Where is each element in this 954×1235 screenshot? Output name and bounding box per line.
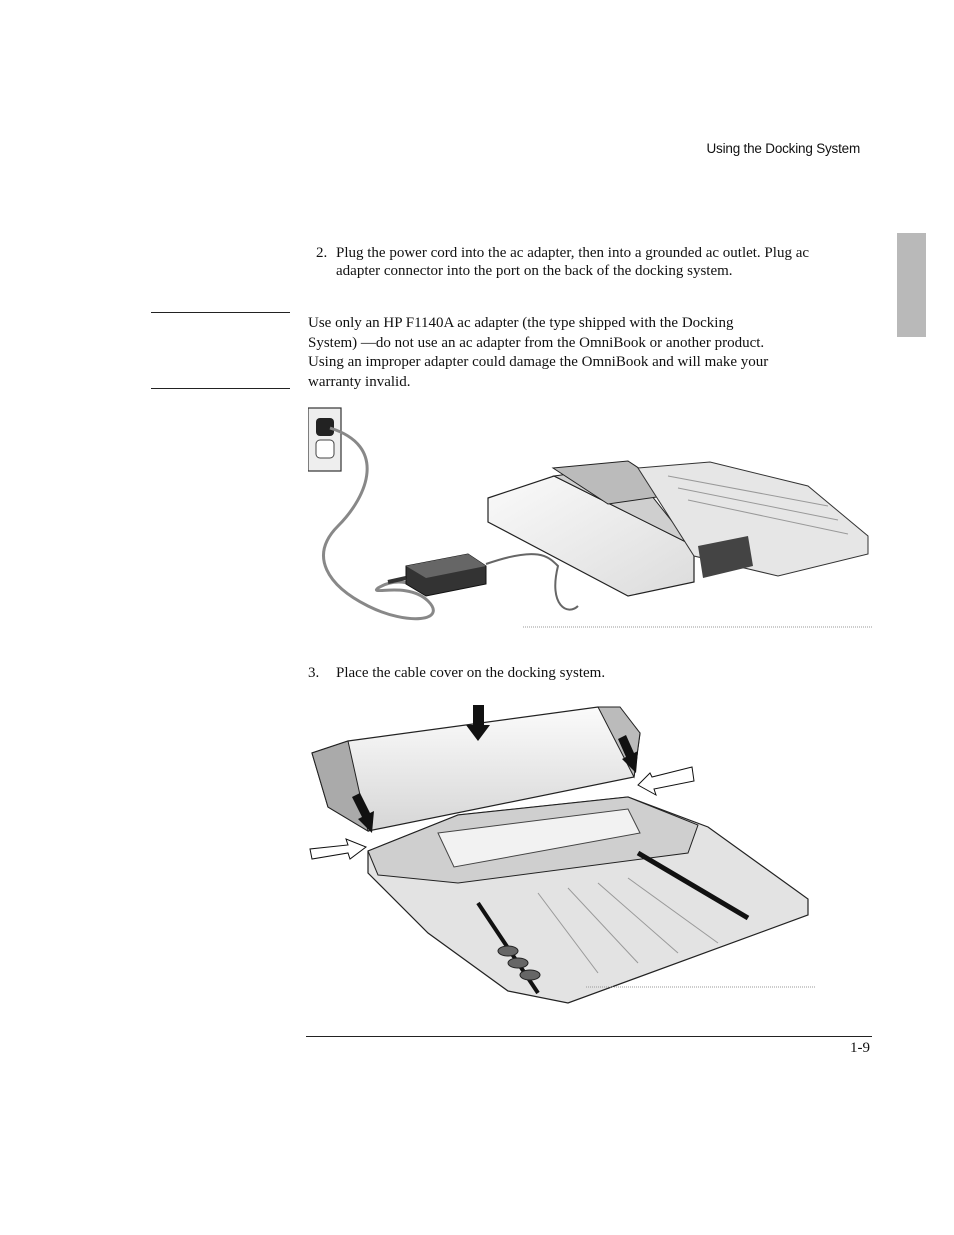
step-number: 2. — [316, 245, 328, 261]
arrow-down-icon — [466, 705, 490, 741]
arrow-left-icon — [637, 766, 695, 797]
caution-top-rule — [151, 312, 290, 313]
arrow-right-icon — [309, 838, 368, 860]
step-text: Place the cable cover on the docking sys… — [336, 665, 606, 681]
footer-rule — [306, 1036, 872, 1037]
caution-bottom-rule — [151, 388, 290, 389]
chapter-thumb-tab — [897, 233, 926, 337]
caution-line: Using an improper adapter could damage t… — [308, 354, 769, 370]
caution-line: System) —do not use an ac adapter from t… — [308, 334, 765, 351]
step-2: 2. Plug the power cord into the ac adapt… — [316, 244, 861, 284]
step-3: 3. Place the cable cover on the docking … — [308, 664, 853, 684]
page-number: 1-9 — [850, 1040, 870, 1056]
caution-line: Use only an HP F1140A ac adapter (the ty… — [308, 315, 734, 331]
running-header: Using the Docking System — [706, 141, 860, 156]
step-text: Plug the power cord into the ac adapter,… — [336, 245, 810, 279]
caution-note: Use only an HP F1140A ac adapter (the ty… — [308, 314, 853, 392]
arrow-down-icon — [352, 793, 374, 833]
power-connection-illustration — [308, 406, 872, 648]
caution-line: warranty invalid. — [308, 373, 411, 390]
cable-cover-illustration — [308, 703, 816, 1005]
step-number: 3. — [308, 665, 320, 681]
arrow-down-icon — [618, 735, 638, 773]
